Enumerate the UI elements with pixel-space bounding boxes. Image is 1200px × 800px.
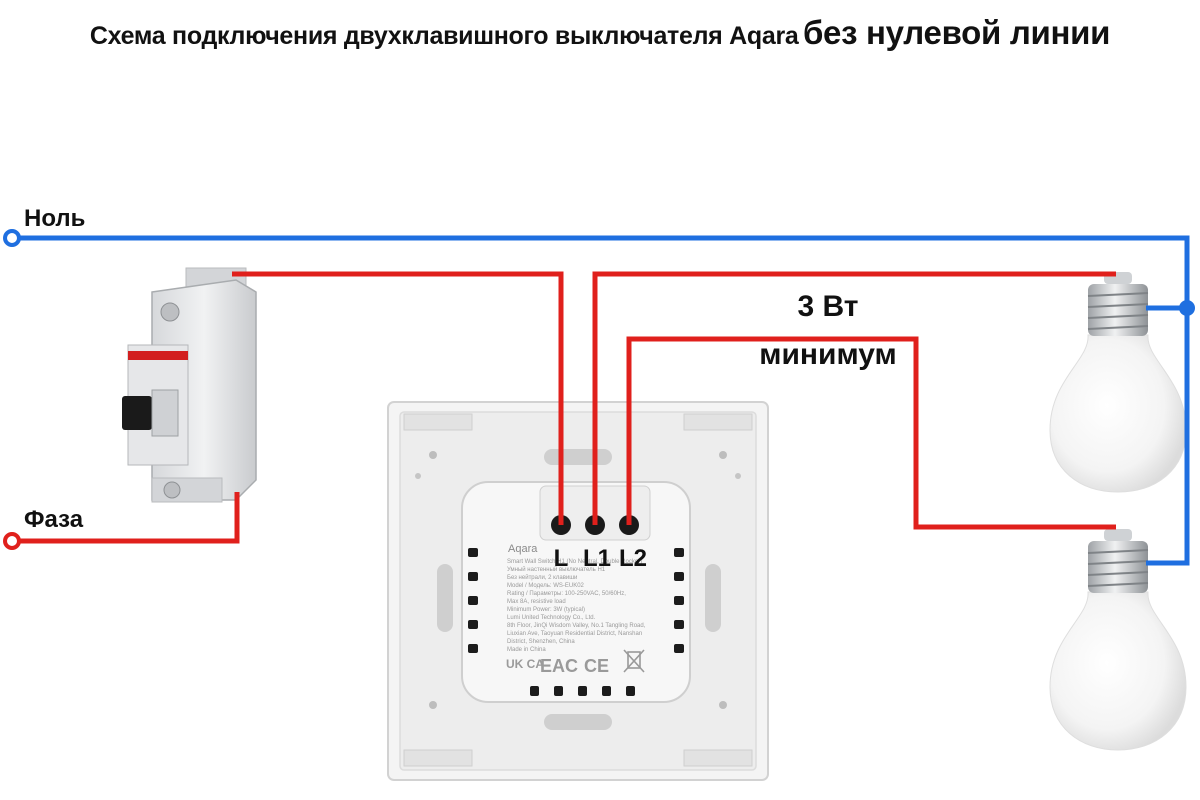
cert-mark-ukca: UK CA [506,657,544,671]
switch-hole [735,473,741,479]
terminal-label-l: L [554,545,569,572]
switch-spec-line: Умный настенный выключатель H1 [507,566,606,573]
neutral-wire [15,235,1190,566]
diagram-title: Схема подключения двухклавишного выключа… [0,14,1200,52]
mount-slot-right [705,564,721,632]
switch-spec-line: Max 8A, resistive load [507,599,566,605]
switch-hole [429,451,437,459]
mount-slot-left [437,564,453,632]
bulb-base [1088,284,1148,336]
switch-hole [415,473,421,479]
aqara-switch: Aqara Smart Wall Switch H1 (No Neutral, … [387,401,769,781]
switch-corner-tab [683,749,753,767]
title-part-1: Схема подключения двухклавишного выключа… [89,22,799,50]
power-label-line2: минимум [759,338,896,371]
switch-brand: Aqara [508,543,538,555]
phase-label: Фаза [24,506,84,533]
wire-l1-to-top-bulb [592,271,1116,525]
breaker-toggle-slot [151,389,179,437]
switch-spec-line: Minimum Power: 3W (typical) [507,607,585,613]
terminal-label-l2: L2 [619,545,647,572]
bulb-bottom [1049,529,1187,751]
bulb-thread [1087,292,1149,330]
terminal-label-l1: L1 [583,545,611,572]
phase-wire-input [15,492,240,544]
circuit-breaker [122,267,257,503]
breaker-toggle-lever [122,396,152,430]
neutral-input-terminal [3,229,21,247]
module-clips-right [674,548,684,653]
module-clips-bottom [530,686,635,696]
switch-spec-line: Model / Модель: WS-EUK02 [507,583,585,589]
switch-spec-line: District, Shenzhen, China [507,639,575,645]
switch-hole [719,701,727,709]
bulb-glass [1049,591,1187,751]
switch-spec-line: Lumi United Technology Co., Ltd. [507,615,596,621]
cert-mark-eac: EAC [540,656,578,676]
power-label-line1: 3 Вт [798,290,859,323]
phase-input-terminal [3,532,21,550]
switch-hole [429,701,437,709]
weee-bin-icon [623,649,645,673]
phase-wire-to-l [232,271,564,525]
bulb-tip [1104,529,1132,541]
bulb-base [1088,541,1148,593]
breaker-bottom-terminal [151,477,223,503]
mount-slot-bottom [544,714,612,730]
switch-spec-line: Rating / Параметры: 100-250VAC, 50/60Hz, [507,591,626,597]
neutral-junction-dot [1179,300,1195,316]
cert-mark-ce: CE [584,656,609,676]
bulb-glass [1049,334,1187,493]
switch-corner-tab [403,413,473,431]
module-clips-left [468,548,478,653]
breaker-red-stripe [128,351,188,360]
switch-spec-line: Без нейтрали, 2 клавиши [507,574,577,581]
switch-spec-line: 8th Floor, JinQi Wisdom Valley, No.1 Tan… [507,623,646,629]
switch-hole [719,451,727,459]
breaker-screw-bottom [163,481,181,499]
neutral-label: Ноль [24,205,85,232]
switch-corner-tab [403,749,473,767]
switch-spec-line: Liuxian Ave, Taoyuan Residential Distric… [507,631,642,637]
switch-printed-specs: Smart Wall Switch H1 (No Neutral, Double… [507,559,646,653]
bulb-top [1049,272,1187,493]
title-part-2: без нулевой линии [802,14,1111,51]
bulb-thread [1087,549,1149,587]
breaker-screw-top [160,302,180,322]
switch-corner-tab [683,413,753,431]
wire-l2-to-bottom-bulb [626,336,1116,530]
switch-spec-line: Smart Wall Switch H1 (No Neutral, Double… [507,559,642,565]
switch-spec-line: Made in China [507,647,546,653]
mount-slot-top [544,449,612,465]
